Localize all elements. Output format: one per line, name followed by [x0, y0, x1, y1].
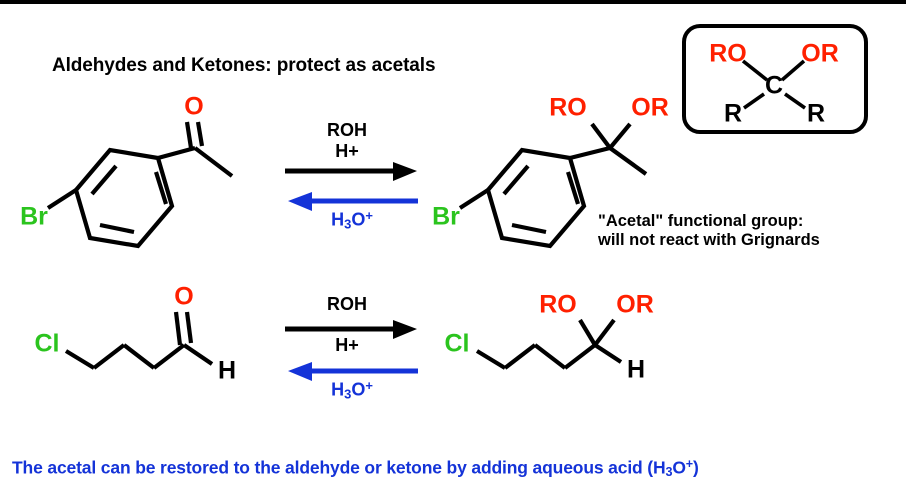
bond-c2-to-c3: [122, 343, 156, 370]
caption-part2: O: [672, 457, 686, 478]
bond-acetal-c-to-methyl: [608, 146, 648, 176]
arrow-reverse-row2: [285, 360, 420, 386]
atom-label-carbonyl-oxygen: O: [174, 283, 193, 311]
inset-label-or: OR: [801, 40, 839, 68]
reagent-label-hplus-row1: H+: [335, 141, 359, 161]
atom-label-br: Br: [432, 203, 460, 231]
top-border-bar: [0, 0, 906, 4]
atom-label-aldehyde-hydrogen: H: [218, 357, 236, 385]
inset-label-ro: RO: [709, 40, 747, 68]
atom-label-br: Br: [20, 203, 48, 231]
bond-ring-to-acetal-c: [569, 145, 611, 161]
atom-label-acetal-hydrogen: H: [627, 356, 645, 384]
carbonyl-double-b: [184, 311, 194, 344]
bond-c3-to-acetal-c: [563, 343, 597, 370]
arrow-forward-row2: [285, 318, 420, 344]
carbonyl-double-a: [184, 121, 194, 149]
inset-label-c: C: [765, 72, 783, 100]
bond-acetal-c-to-ro: [578, 318, 597, 347]
ring-double-bond-1: [90, 164, 118, 196]
bond-or-to-c: [780, 59, 806, 82]
reactant-4-chlorobutanal: Cl O H: [24, 283, 274, 398]
caption-sup: +: [685, 457, 694, 471]
bottom-caption: The acetal can be restored to the aldehy…: [12, 457, 699, 479]
atom-label-ro: RO: [549, 94, 587, 122]
arrow-forward-row1: [285, 160, 420, 186]
bond-ring-to-cl: [458, 188, 490, 210]
generic-acetal-structure: RO OR C R R: [709, 40, 839, 128]
reagent-label-hplus-row2: H+: [335, 335, 359, 355]
bond-cl-to-c1: [64, 349, 96, 370]
ring-double-bond-3: [99, 222, 135, 235]
arrow-reverse-row1: [285, 190, 420, 216]
ring-double-bond-2: [153, 171, 169, 205]
caption-part1: The acetal can be restored to the aldehy…: [12, 457, 666, 478]
atom-label-or: OR: [631, 94, 669, 122]
atom-label-ro: RO: [539, 291, 577, 319]
bond-carbonyl-to-h: [182, 343, 214, 366]
ring-double-bond-2: [565, 171, 581, 205]
ring-double-bond-1: [502, 164, 530, 196]
bond-ro-to-c: [741, 59, 769, 82]
bond-ring-to-carbonyl: [157, 145, 196, 161]
page-title: Aldehydes and Ketones: protect as acetal…: [52, 55, 436, 76]
bond-c1-to-c2: [503, 343, 537, 370]
atom-label-or: OR: [616, 291, 654, 319]
inset-label-r-left: R: [724, 100, 742, 128]
bond-cl-to-c1: [475, 349, 507, 370]
benzene-ring: [73, 147, 175, 249]
reagent-label-roh-row1: ROH: [327, 120, 367, 140]
product-bromoacetophenone-acetal: Br RO OR: [432, 94, 682, 249]
bond-c1-to-c2: [92, 343, 126, 370]
bond-acetal-c-to-or: [593, 318, 616, 347]
atom-label-carbonyl-oxygen: O: [184, 93, 203, 121]
bond-c2-to-c3: [533, 343, 567, 370]
atom-label-cl: Cl: [35, 330, 60, 358]
carbonyl-double-a: [173, 311, 183, 346]
caption-sub: 3: [665, 465, 673, 480]
caption-part3: ): [693, 457, 699, 478]
acetal-note-line2: will not react with Grignards: [598, 231, 820, 249]
acetal-note: "Acetal" functional group: will not reac…: [598, 212, 820, 250]
bond-c3-to-carbonyl: [152, 343, 186, 370]
reagent-label-hydronium-row1: H3O+: [331, 208, 373, 232]
inset-label-r-right: R: [807, 100, 825, 128]
bond-carbonyl-to-methyl: [193, 146, 234, 178]
reactant-4-bromoacetophenone: Br O: [20, 93, 270, 249]
bond-acetal-c-to-or: [608, 122, 632, 150]
bond-acetal-c-to-h: [593, 343, 623, 364]
benzene-ring: [485, 147, 587, 249]
bond-c-to-r-left: [742, 92, 766, 110]
atom-label-cl: Cl: [445, 330, 470, 358]
reagent-label-roh-row2: ROH: [327, 294, 367, 314]
product-chlorobutanal-acetal: Cl RO OR H: [432, 288, 682, 398]
bond-ring-to-br: [46, 188, 78, 210]
bond-acetal-c-to-ro: [590, 122, 612, 150]
acetal-note-line1: "Acetal" functional group:: [598, 212, 804, 230]
carbonyl-double-b: [195, 121, 205, 147]
reagent-label-hydronium-row2: H3O+: [331, 378, 373, 402]
acetal-definition-box: RO OR C R R: [682, 24, 868, 134]
bond-c-to-r-right: [783, 92, 807, 110]
ring-double-bond-3: [511, 222, 547, 235]
